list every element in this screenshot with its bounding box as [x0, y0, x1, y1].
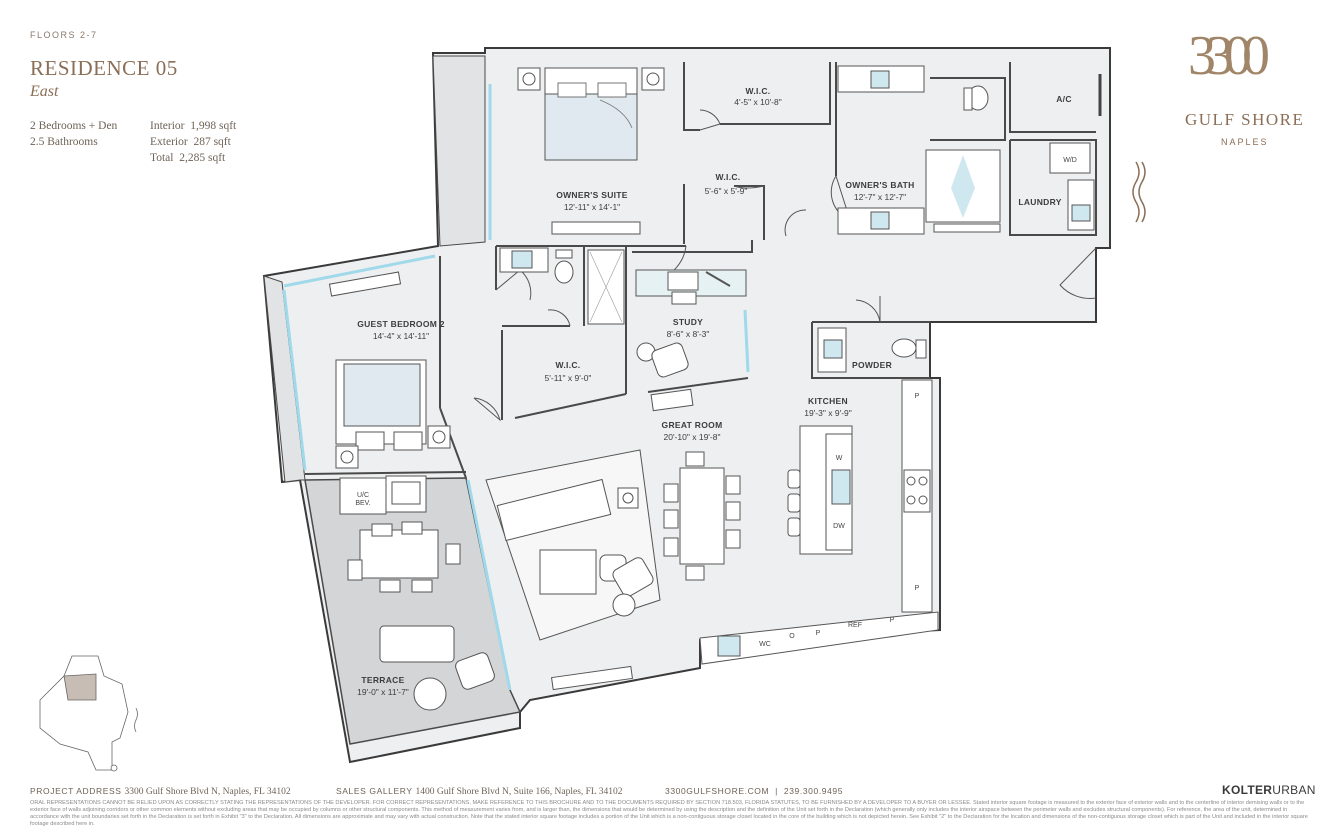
window-glazing: [282, 84, 750, 691]
owners-bath-fixtures: [837, 65, 1001, 235]
wic-guest-dims: 5'-11" x 9'-0": [545, 373, 592, 383]
laundry-fixtures: [1049, 142, 1095, 231]
exterior-area: Exterior 287 sqft: [150, 134, 236, 150]
exterior-label: Exterior: [150, 136, 188, 148]
owners-bed: [544, 67, 638, 161]
wic-guest-label: W.I.C.: [556, 360, 581, 370]
balcony-strip-west: [263, 275, 306, 483]
total-label: Total: [150, 152, 174, 164]
interior-walls: [304, 62, 1097, 479]
owners-bath-label: OWNER'S BATH: [845, 180, 914, 190]
owners-bath-dims: 12'-7" x 12'-7": [854, 192, 906, 202]
residence-title: RESIDENCE 05: [30, 56, 178, 80]
terrace-dims: 19'-0" x 11'-7": [357, 687, 409, 697]
wave-mark: [1132, 161, 1146, 223]
sales-gallery: SALES GALLERY 1400 Gulf Shore Blvd N, Su…: [336, 786, 623, 797]
contact-separator: |: [775, 786, 778, 796]
powder-fixtures: [817, 327, 927, 373]
project-address-label: PROJECT ADDRESS: [30, 786, 122, 796]
area-specs: Interior 1,998 sqft Exterior 287 sqft To…: [150, 118, 236, 166]
guest-bedroom-dims: 14'-4" x 14'-11": [373, 331, 429, 341]
washer-dryer-label: W/D: [1063, 157, 1077, 164]
powder-label: POWDER: [852, 360, 892, 370]
great-room-dims: 20'-10" x 19'-8": [663, 432, 720, 442]
contact-info: 3300GULFSHORE.COM | 239.300.9495: [665, 786, 843, 796]
balcony-strip-north: [432, 55, 486, 247]
island-w-label: W: [836, 455, 843, 462]
p-label-2: P: [890, 617, 895, 624]
logo-gulf-shore: GULF SHORE: [1185, 110, 1305, 129]
owners-suite-dims: 12'-11" x 14'-1": [564, 202, 620, 212]
terrace-label: TERRACE: [361, 675, 404, 685]
wic-small-label: W.I.C.: [716, 172, 741, 182]
kolter-text: KOLTER: [1222, 783, 1273, 797]
total-area: Total 2,285 sqft: [150, 150, 236, 166]
laundry-label: LAUNDRY: [1018, 197, 1061, 207]
key-plan: [39, 655, 138, 772]
study-dims: 8'-6" x 8'-3": [667, 329, 710, 339]
p-label-1: P: [816, 630, 821, 637]
phone-number[interactable]: 239.300.9495: [783, 786, 844, 796]
kitchen-label: KITCHEN: [808, 396, 848, 406]
hall-bath-fixtures: [499, 247, 625, 325]
terrace-furniture: [339, 475, 495, 711]
guest-bedroom-label: GUEST BEDROOM 2: [357, 319, 445, 329]
wic-owner-label: W.I.C.: [746, 86, 771, 96]
bathrooms-text: 2.5 Bathrooms: [30, 136, 98, 148]
legal-disclaimer: ORAL REPRESENTATIONS CANNOT BE RELIED UP…: [30, 800, 1308, 827]
wc-label: WC: [759, 641, 771, 648]
website-link[interactable]: 3300GULFSHORE.COM: [665, 786, 770, 796]
great-room-label: GREAT ROOM: [662, 420, 723, 430]
great-room-furniture: [485, 388, 741, 691]
study-desk: [635, 269, 747, 378]
bev-label: BEV.: [355, 500, 370, 507]
kitchen-fixtures: [699, 379, 939, 665]
logo-naples: NAPLES: [1221, 137, 1269, 147]
kitchen-dims: 19'-3" x 9'-9": [804, 408, 852, 418]
island-dw-label: DW: [833, 523, 845, 530]
bed-bath-specs: 2 Bedrooms + Den 2.5 Bathrooms: [30, 118, 117, 150]
exterior-value: 287 sqft: [193, 136, 231, 148]
residence-orientation: East: [30, 83, 59, 100]
sales-gallery-label: SALES GALLERY: [336, 786, 413, 796]
interior-value: 1,998 sqft: [190, 120, 237, 132]
owners-suite-label: OWNER'S SUITE: [556, 190, 628, 200]
oven-label: O: [789, 633, 795, 640]
pantry-p-bottom: P: [915, 585, 920, 592]
project-address-value: 3300 Gulf Shore Blvd N, Naples, FL 34102: [124, 787, 291, 797]
ac-label: A/C: [1056, 94, 1072, 104]
nightstand-lamps-owner: [517, 67, 665, 91]
ref-label: REF: [848, 622, 862, 629]
pantry-p-top: P: [915, 393, 920, 400]
study-label: STUDY: [673, 317, 703, 327]
logo-3300: 3300: [1188, 25, 1270, 87]
guest-bed: [328, 271, 451, 469]
owners-dresser: [551, 221, 641, 235]
floors-label: FLOORS 2-7: [30, 30, 98, 40]
fixture-labels: U/C BEV. W DW P P WC O P REF P: [355, 393, 919, 648]
total-value: 2,285 sqft: [179, 152, 226, 164]
kolter-urban-logo: KOLTERURBAN: [1222, 783, 1316, 797]
wic-owner-dims: 4'-5" x 10'-8": [734, 97, 782, 107]
project-address: PROJECT ADDRESS 3300 Gulf Shore Blvd N, …: [30, 786, 291, 797]
urban-text: URBAN: [1272, 783, 1316, 797]
interior-label: Interior: [150, 120, 185, 132]
uc-label: U/C: [357, 492, 369, 499]
room-labels: OWNER'S SUITE 12'-11" x 14'-1" W.I.C. 4'…: [357, 86, 1077, 697]
bedrooms-text: 2 Bedrooms + Den: [30, 120, 118, 132]
interior-area: Interior 1,998 sqft: [150, 118, 236, 134]
sales-gallery-address: 1400 Gulf Shore Blvd N, Suite 166, Naple…: [415, 787, 623, 797]
wic-small-dims: 5'-6" x 5'-9": [705, 186, 748, 196]
